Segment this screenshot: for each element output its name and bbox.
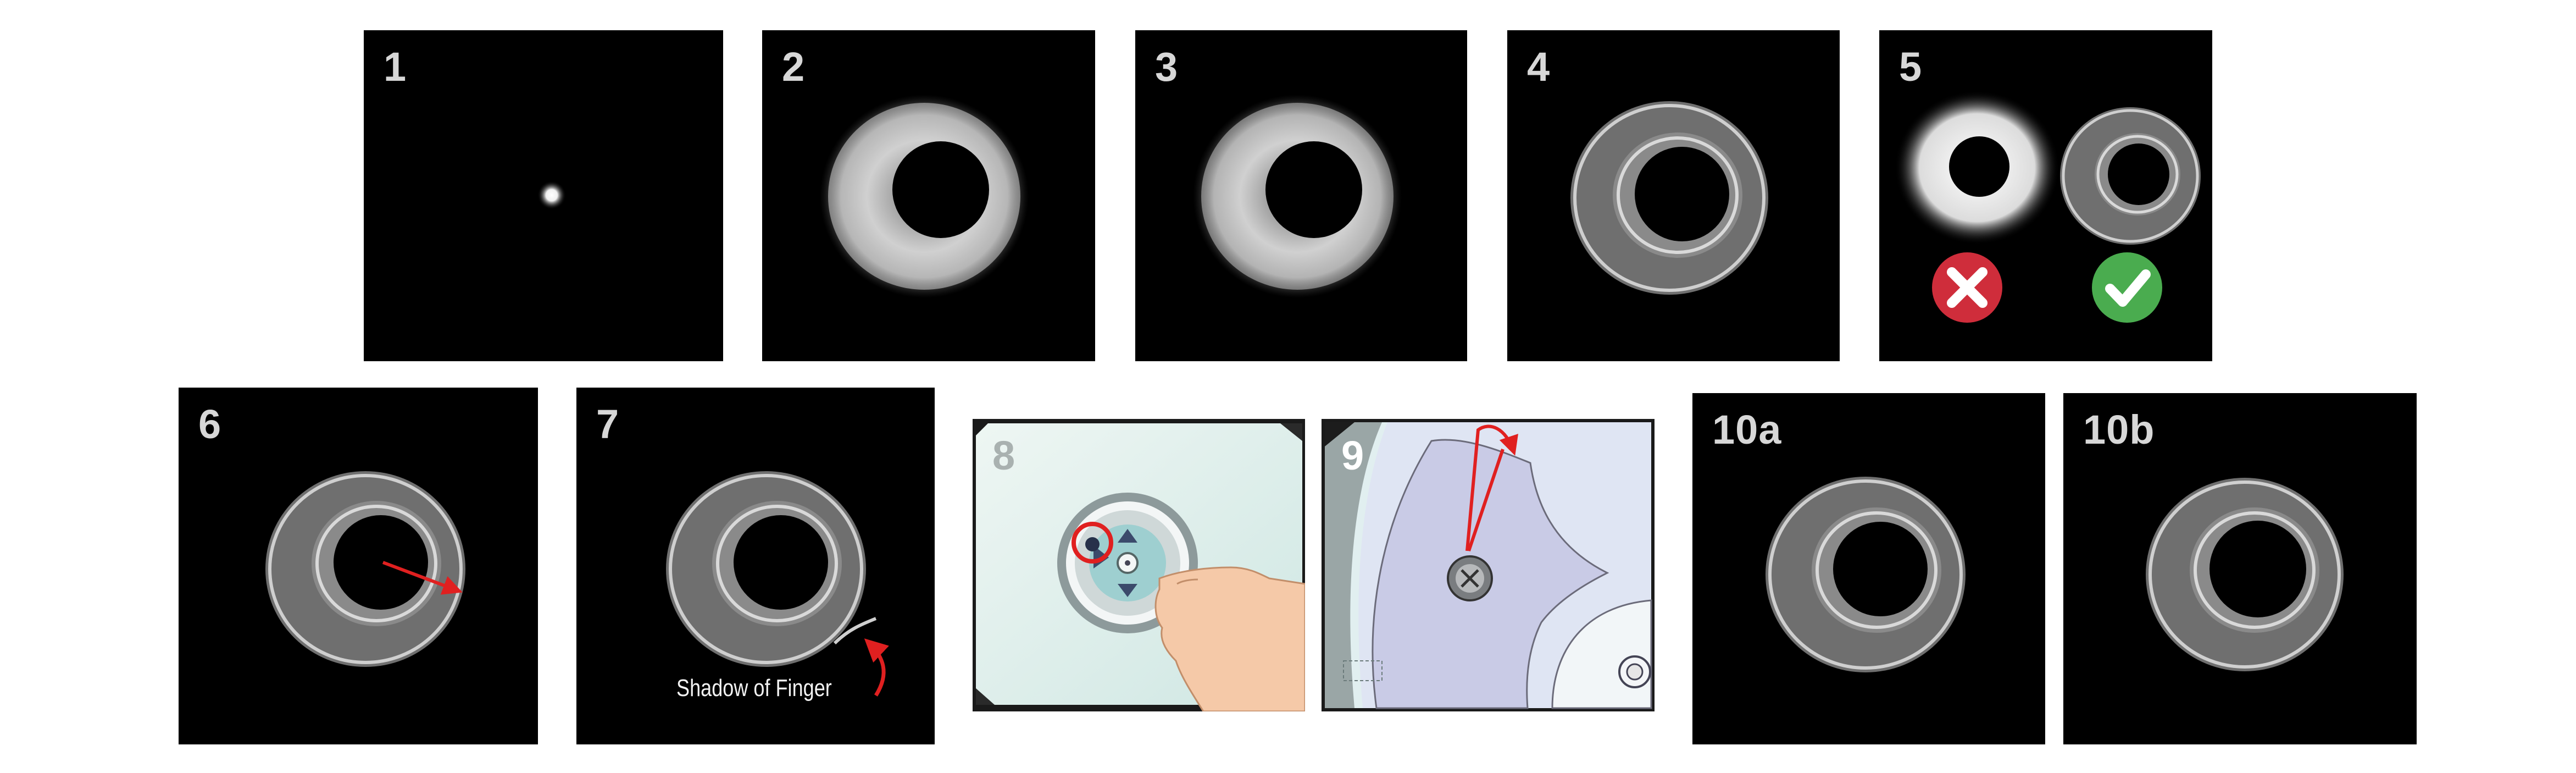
red-curved-arrow: [864, 638, 889, 697]
panel-6: 6: [179, 388, 538, 744]
blurred-ring-image: [1193, 95, 1402, 298]
ring-with-finger-shadow-image: [666, 471, 935, 744]
panel-4: 4: [1507, 30, 1840, 361]
panel-number: 6: [198, 401, 222, 447]
panel-number: 10b: [2083, 407, 2155, 452]
panel-number: 8: [992, 433, 1016, 478]
panel-number: 1: [384, 44, 407, 90]
ring-with-arrow-image: [265, 471, 465, 667]
panel-1: 1: [364, 30, 723, 361]
comparison-image: [1895, 91, 2201, 245]
panel-number: 5: [1899, 44, 1923, 90]
blurred-ring-image: [820, 95, 1029, 298]
panel-number: 2: [782, 44, 806, 90]
lens-adjustment-illustration: [976, 423, 1305, 711]
sharp-ring-image: [2146, 478, 2344, 671]
panel-7: Shadow of Finger 7: [576, 388, 935, 744]
panel-number: 10a: [1712, 407, 1782, 452]
panel-2: 2: [762, 30, 1095, 361]
finger-shadow-caption: Shadow of Finger: [676, 675, 832, 702]
panel-9: 9: [1322, 419, 1655, 711]
sharp-ring-image: [1570, 101, 1768, 295]
panel-10b: 10b: [2063, 393, 2417, 744]
screw-adjustment-illustration: [1325, 422, 1652, 709]
check-mark-icon: [2092, 252, 2162, 323]
red-rotation-arrow: [1465, 424, 1518, 551]
panel-number: 7: [596, 401, 620, 447]
sharp-ring-image: [1766, 477, 1966, 672]
panel-3: 3: [1135, 30, 1467, 361]
panel-number: 3: [1155, 44, 1179, 90]
focused-beam-spot-image: [537, 181, 566, 209]
panel-5: 5: [1879, 30, 2212, 361]
panel-8: 8: [973, 419, 1305, 711]
red-arrow: [382, 561, 463, 595]
screw-icon: [1447, 555, 1493, 601]
status-icons: [1932, 252, 2162, 323]
panel-10a: 10a: [1692, 393, 2045, 744]
hand-pointer-icon: [1154, 566, 1305, 711]
highlight-circle: [1072, 522, 1113, 564]
panel-number: 4: [1527, 44, 1551, 90]
x-mark-icon: [1932, 252, 2002, 323]
panel-number: 9: [1341, 433, 1365, 478]
